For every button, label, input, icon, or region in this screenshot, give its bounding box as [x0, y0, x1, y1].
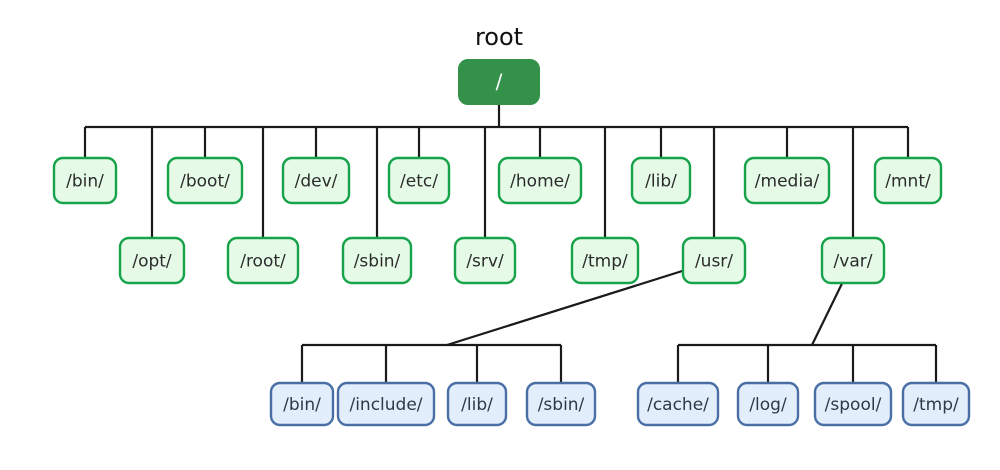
- node-var-log-box[interactable]: [736, 381, 800, 427]
- node-var-tmp-label: /tmp/: [913, 395, 959, 415]
- node-srv[interactable]: /srv/: [453, 236, 517, 285]
- node-opt[interactable]: /opt/: [118, 236, 186, 285]
- edge-usr-diagonal: [446, 259, 715, 347]
- node-usr[interactable]: /usr/: [681, 236, 747, 285]
- node-opt-box[interactable]: [118, 236, 186, 285]
- node-bin-box[interactable]: [52, 156, 118, 205]
- node-var-tmp[interactable]: /tmp/: [901, 381, 971, 427]
- node-usr-label: /usr/: [695, 252, 733, 272]
- node-boot-box[interactable]: [166, 156, 244, 205]
- node-usr-lib-box[interactable]: [446, 381, 508, 427]
- node-lib[interactable]: /lib/: [630, 156, 692, 205]
- node-mnt-box[interactable]: [873, 156, 943, 205]
- node-var-log[interactable]: /log/: [736, 381, 800, 427]
- node-usr-sbin-box[interactable]: [525, 381, 597, 427]
- node-usr-sbin[interactable]: /sbin/: [525, 381, 597, 427]
- node-usr-include-label: /include/: [349, 395, 422, 415]
- node-var[interactable]: /var/: [820, 236, 886, 285]
- node-root[interactable]: /root/: [226, 236, 300, 285]
- root-caption: root: [475, 23, 523, 51]
- node-var-cache-box[interactable]: [636, 381, 720, 427]
- node-etc[interactable]: /etc/: [387, 156, 451, 205]
- node-dev-label: /dev/: [295, 172, 338, 192]
- node-opt-label: /opt/: [132, 252, 172, 272]
- node-home-label: /home/: [510, 172, 570, 192]
- nodes-layer: root / /bin/ /opt/ /boot/ /root/ /dev/ /sbin/ /e…: [52, 23, 971, 427]
- node-usr-lib-label: /lib/: [461, 395, 493, 415]
- node-media-box[interactable]: [743, 156, 831, 205]
- node-tmp-label: /tmp/: [582, 252, 628, 272]
- node-var-spool-box[interactable]: [813, 381, 893, 427]
- node-var-spool[interactable]: /spool/: [813, 381, 893, 427]
- node-var-spool-label: /spool/: [825, 395, 882, 415]
- node-var-cache[interactable]: /cache/: [636, 381, 720, 427]
- node-bin[interactable]: /bin/: [52, 156, 118, 205]
- node-bin-label: /bin/: [66, 172, 104, 192]
- node-usr-sbin-label: /sbin/: [538, 395, 585, 415]
- node-var-tmp-box[interactable]: [901, 381, 971, 427]
- node-etc-label: /etc/: [400, 172, 438, 192]
- node-media[interactable]: /media/: [743, 156, 831, 205]
- node-var-cache-label: /cache/: [647, 395, 709, 415]
- node-boot-label: /boot/: [180, 172, 230, 192]
- node-boot[interactable]: /boot/: [166, 156, 244, 205]
- node-var-label: /var/: [834, 252, 873, 272]
- node-root-label: /: [496, 70, 503, 94]
- node-usr-bin[interactable]: /bin/: [269, 381, 335, 427]
- node-tmp[interactable]: /tmp/: [570, 236, 640, 285]
- node-lib-label: /lib/: [645, 172, 677, 192]
- node-var-log-label: /log/: [749, 395, 787, 415]
- node-srv-box[interactable]: [453, 236, 517, 285]
- node-var-box[interactable]: [820, 236, 886, 285]
- node-media-label: /media/: [755, 172, 820, 192]
- node-usr-bin-label: /bin/: [283, 395, 321, 415]
- node-srv-label: /srv/: [466, 252, 504, 272]
- node-sbin-box[interactable]: [341, 236, 413, 285]
- node-mnt-label: /mnt/: [885, 172, 931, 192]
- node-mnt[interactable]: /mnt/: [873, 156, 943, 205]
- node-root-label: /root/: [240, 252, 286, 272]
- node-tmp-box[interactable]: [570, 236, 640, 285]
- node-etc-box[interactable]: [387, 156, 451, 205]
- node-root[interactable]: /: [458, 59, 540, 105]
- node-usr-include[interactable]: /include/: [336, 381, 436, 427]
- node-sbin[interactable]: /sbin/: [341, 236, 413, 285]
- node-home[interactable]: /home/: [497, 156, 583, 205]
- edges-layer: [83, 104, 938, 383]
- node-usr-include-box[interactable]: [336, 381, 436, 427]
- node-usr-bin-box[interactable]: [269, 381, 335, 427]
- node-dev-box[interactable]: [281, 156, 351, 205]
- node-sbin-label: /sbin/: [354, 252, 401, 272]
- node-dev[interactable]: /dev/: [281, 156, 351, 205]
- node-home-box[interactable]: [497, 156, 583, 205]
- node-root-box[interactable]: [226, 236, 300, 285]
- node-lib-box[interactable]: [630, 156, 692, 205]
- node-usr-lib[interactable]: /lib/: [446, 381, 508, 427]
- node-usr-box[interactable]: [681, 236, 747, 285]
- node-root-box[interactable]: [458, 59, 540, 105]
